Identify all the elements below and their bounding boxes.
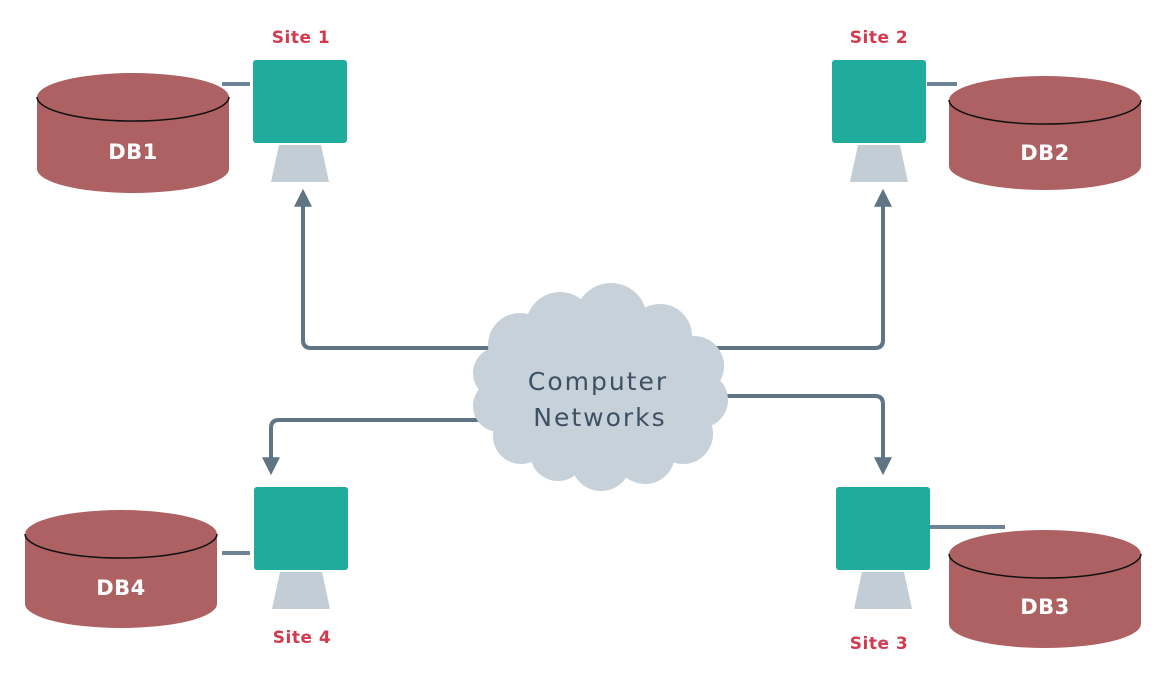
db-monitor-connectors [222, 82, 1005, 555]
site2-monitor-stand-icon [850, 145, 908, 182]
site1-monitor-icon [253, 60, 347, 143]
db1-node: DB1 [36, 73, 230, 193]
arrow-cloud-to-site4 [262, 418, 490, 476]
site4-monitor-icon [254, 487, 348, 570]
site3-monitor-stand-icon [854, 572, 912, 609]
cloud-label-line2: Networks [533, 403, 666, 432]
db1-cylinder-icon [37, 73, 229, 193]
site3-node: Site 3 [836, 487, 930, 654]
db3-label: DB3 [1020, 595, 1070, 619]
cloud-label-line1: Computer [528, 367, 668, 396]
site1-label: Site 1 [272, 28, 330, 48]
db4-label: DB4 [96, 576, 146, 600]
site2-node: Site 2 [832, 28, 926, 182]
site1-node: Site 1 [253, 28, 347, 182]
db2-cylinder-icon [949, 76, 1141, 190]
site4-node: Site 4 [254, 487, 348, 648]
db3-cylinder-seam [948, 553, 1142, 579]
db2-node: DB2 [948, 76, 1142, 190]
arrow-cloud-to-site3 [712, 394, 892, 476]
network-arrows [262, 188, 892, 476]
site3-monitor-icon [836, 487, 930, 570]
arrow-cloud-to-site1 [294, 188, 495, 350]
site4-monitor-stand-icon [272, 572, 330, 609]
db1-cylinder-seam [36, 96, 230, 122]
site3-label: Site 3 [850, 634, 908, 654]
db4-cylinder-icon [25, 510, 217, 628]
cloud-shape-icon [473, 283, 728, 491]
db4-cylinder-seam [24, 533, 218, 559]
db1-label: DB1 [108, 140, 158, 164]
db2-label: DB2 [1020, 141, 1070, 165]
db3-cylinder-icon [949, 530, 1141, 648]
site2-label: Site 2 [850, 28, 908, 48]
db2-cylinder-seam [948, 99, 1142, 125]
site1-monitor-stand-icon [271, 145, 329, 182]
arrow-cloud-to-site2 [705, 188, 892, 350]
site4-label: Site 4 [273, 628, 331, 648]
site2-monitor-icon [832, 60, 926, 143]
db4-node: DB4 [24, 510, 218, 628]
computer-networks-cloud: Computer Networks [473, 283, 728, 491]
db3-node: DB3 [948, 530, 1142, 648]
